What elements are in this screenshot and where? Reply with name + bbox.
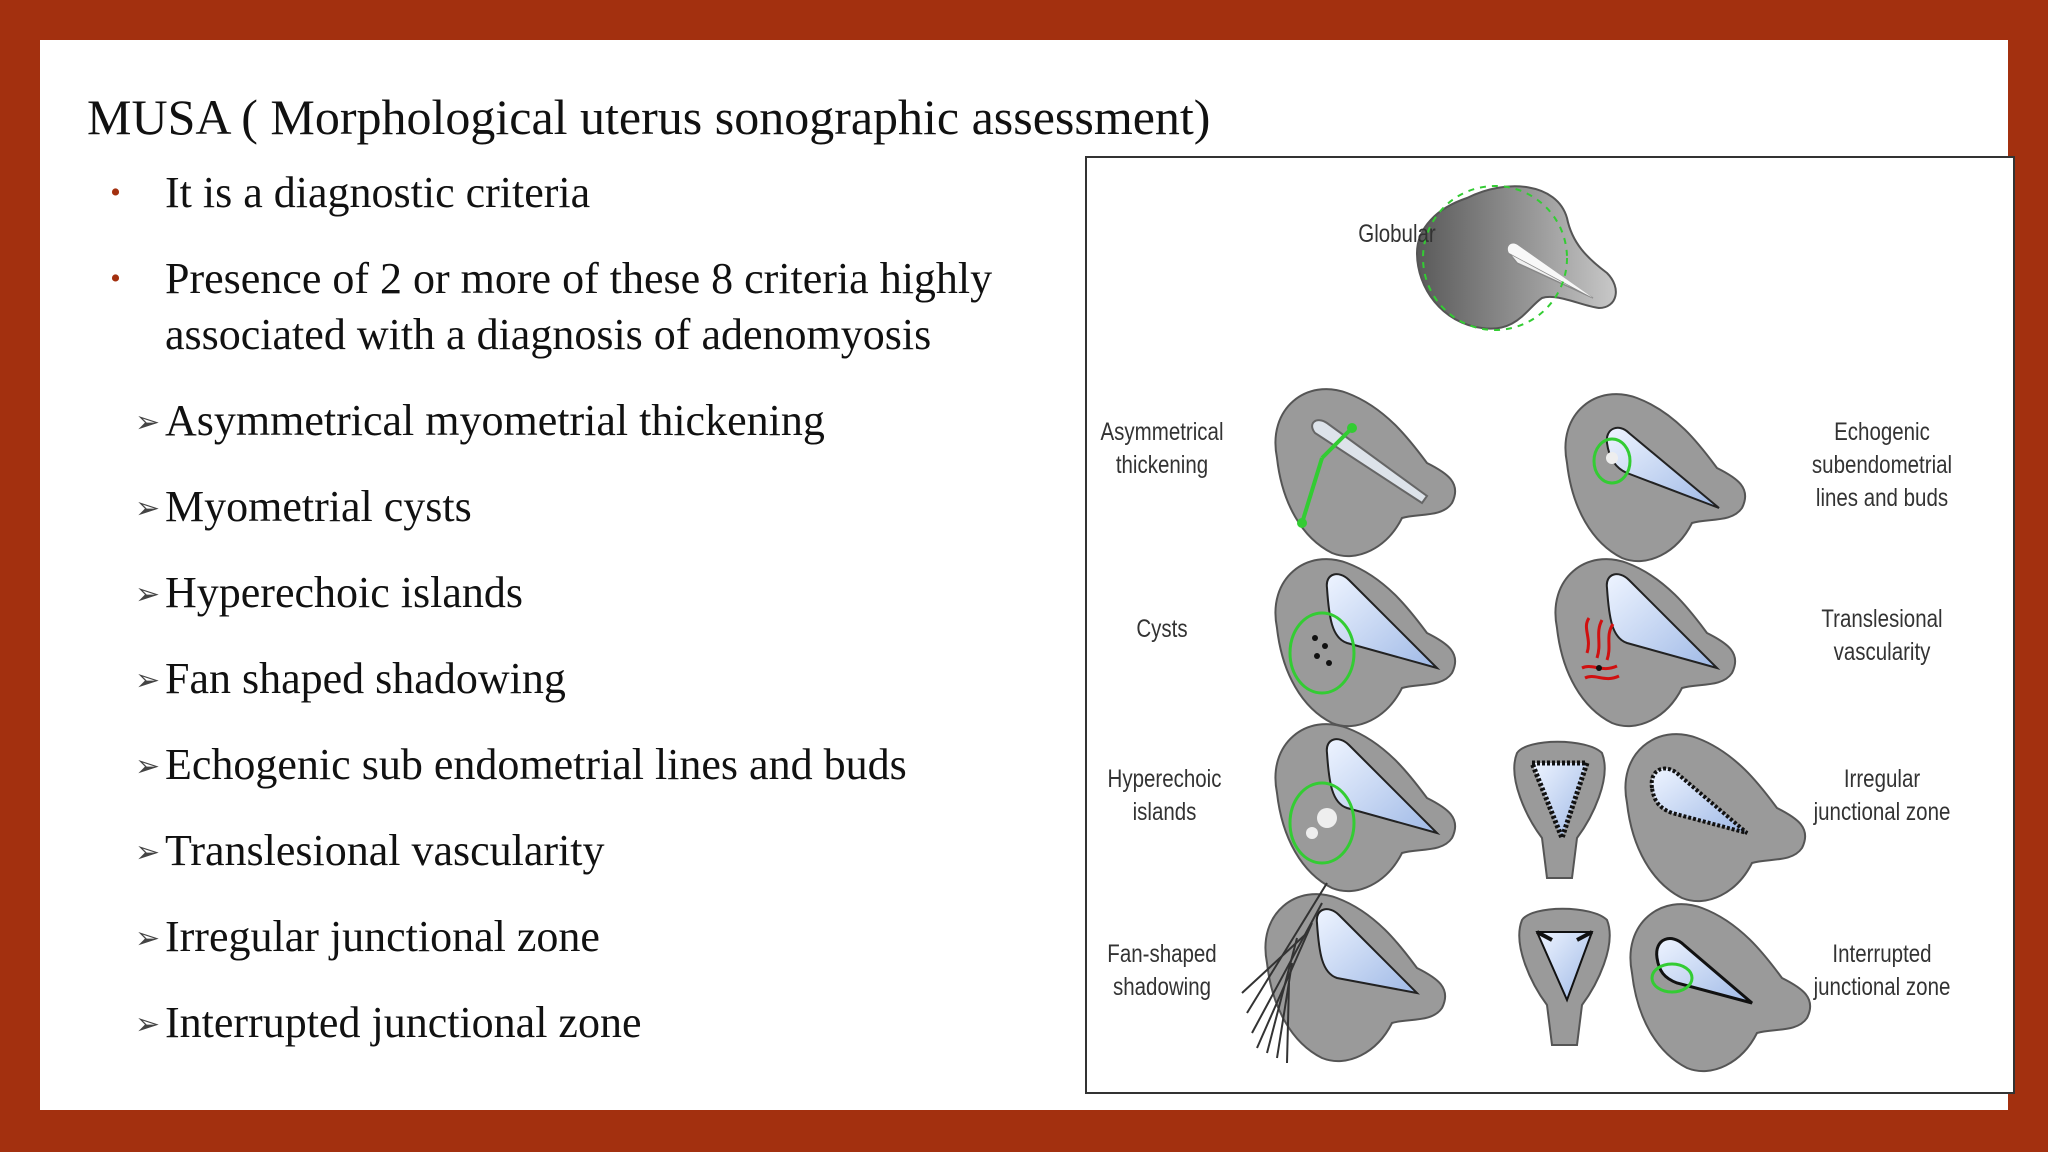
arrow-bullet-icon: ➢ <box>135 406 161 439</box>
asymmetrical-thickening-icon <box>1274 388 1457 558</box>
criteria-item: ➢ Interrupted junctional zone <box>90 995 1100 1051</box>
arrow-bullet-icon: ➢ <box>135 836 161 869</box>
interrupted-junctional-zone-frontal-icon <box>1518 907 1611 1046</box>
echogenic-lines-buds-icon <box>1564 393 1747 563</box>
criteria-text: Echogenic sub endometrial lines and buds <box>165 740 907 789</box>
bullet-item: • It is a diagnostic criteria <box>90 165 1100 221</box>
musa-illustration <box>1241 185 1812 1073</box>
label-globular: Globular <box>1358 220 1436 248</box>
arrow-bullet-icon: ➢ <box>135 492 161 525</box>
cysts-icon <box>1274 558 1457 728</box>
criteria-text: Irregular junctional zone <box>165 912 600 961</box>
label-hyperechoic-islands: Hyperechoic islands <box>1107 765 1222 826</box>
criteria-text: Fan shaped shadowing <box>165 654 566 703</box>
criteria-text: Interrupted junctional zone <box>165 998 642 1047</box>
label-asymmetrical-thickening: Asymmetrical thickening <box>1100 418 1224 479</box>
criteria-item: ➢ Hyperechoic islands <box>90 565 1100 621</box>
criteria-item: ➢ Myometrial cysts <box>90 479 1100 535</box>
bullet-text: It is a diagnostic criteria <box>165 168 591 217</box>
bullet-dot-icon: • <box>110 262 121 295</box>
label-fan-shaped-shadowing: Fan-shaped shadowing <box>1107 940 1217 1001</box>
criteria-text: Hyperechoic islands <box>165 568 523 617</box>
musa-diagram: Globular Asymmetrical thickening Echogen… <box>1085 156 2015 1094</box>
criteria-item: ➢ Irregular junctional zone <box>90 909 1100 965</box>
arrow-bullet-icon: ➢ <box>135 922 161 955</box>
fan-shaped-shadowing-icon <box>1241 882 1447 1064</box>
label-irregular-junctional-zone: Irregular junctional zone <box>1813 765 1951 826</box>
criteria-text: Translesional vascularity <box>165 826 605 875</box>
criteria-item: ➢ Asymmetrical myometrial thickening <box>90 393 1100 449</box>
hyperechoic-islands-icon <box>1274 723 1457 893</box>
criteria-item: ➢ Echogenic sub endometrial lines and bu… <box>90 737 1100 793</box>
bullet-dot-icon: • <box>110 176 121 209</box>
criteria-text: Asymmetrical myometrial thickening <box>165 396 825 445</box>
criteria-item: ➢ Translesional vascularity <box>90 823 1100 879</box>
irregular-junctional-zone-frontal-icon <box>1513 740 1606 879</box>
slide-title: MUSA ( Morphological uterus sonographic … <box>87 89 1211 145</box>
label-interrupted-junctional-zone: Interrupted junctional zone <box>1813 940 1951 1001</box>
bullet-list: • It is a diagnostic criteria • Presence… <box>90 165 1100 1081</box>
translesional-vascularity-icon <box>1554 558 1737 728</box>
label-echogenic-lines-buds: Echogenic subendometrial lines and buds <box>1811 418 1953 512</box>
criteria-text: Myometrial cysts <box>165 482 472 531</box>
criteria-item: ➢ Fan shaped shadowing <box>90 651 1100 707</box>
arrow-bullet-icon: ➢ <box>135 750 161 783</box>
arrow-bullet-icon: ➢ <box>135 578 161 611</box>
bullet-text: Presence of 2 or more of these 8 criteri… <box>165 254 993 359</box>
slide: MUSA ( Morphological uterus sonographic … <box>40 40 2015 1110</box>
irregular-junctional-zone-side-icon <box>1624 733 1807 903</box>
bullet-item: • Presence of 2 or more of these 8 crite… <box>90 251 1100 363</box>
label-translesional-vascularity: Translesional vascularity <box>1821 605 1943 666</box>
interrupted-junctional-zone-side-icon <box>1629 903 1812 1073</box>
arrow-bullet-icon: ➢ <box>135 1008 161 1041</box>
arrow-bullet-icon: ➢ <box>135 664 161 697</box>
globular-uterus-icon <box>1415 185 1617 331</box>
label-cysts: Cysts <box>1136 615 1188 643</box>
